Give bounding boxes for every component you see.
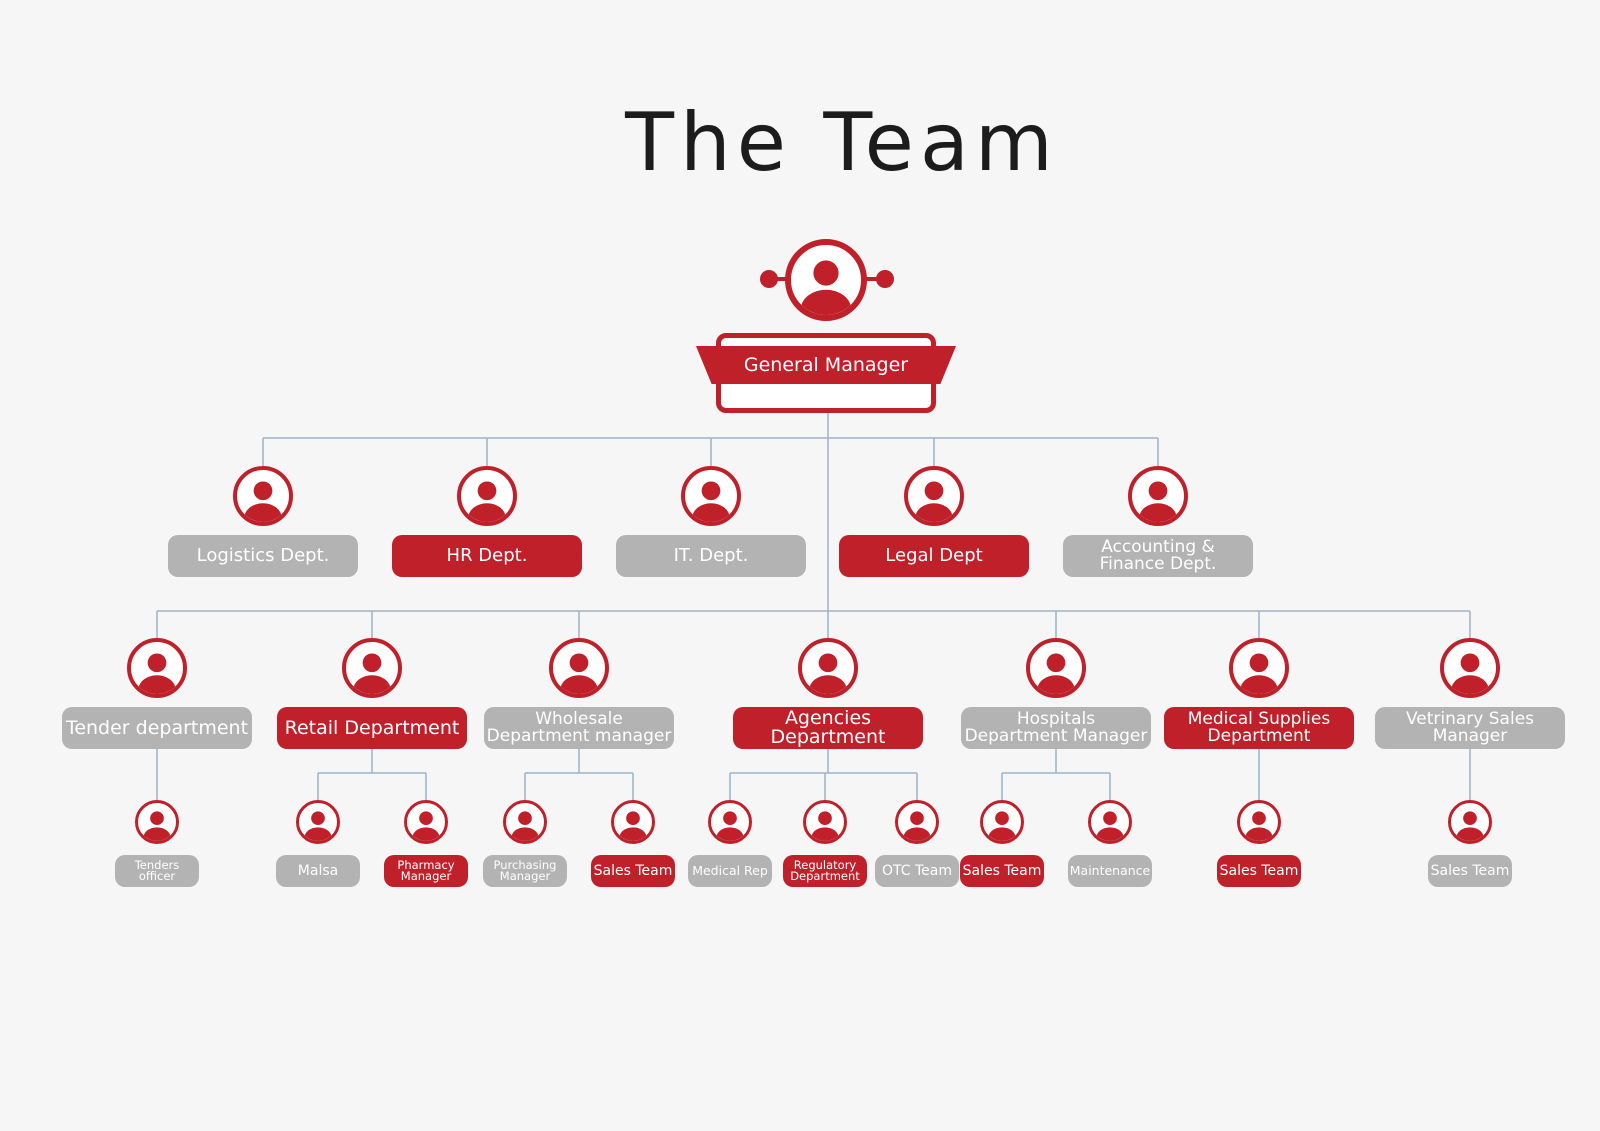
- subteam-label-4-1: Maintenance: [1068, 855, 1152, 887]
- division-label-3: Agencies Department: [733, 707, 923, 749]
- subteam-avatar-0-0: [135, 800, 179, 844]
- division-label-4: Hospitals Department Manager: [961, 707, 1151, 749]
- department-label-3: Legal Dept: [839, 535, 1029, 577]
- division-avatar-5: [1229, 638, 1289, 698]
- subteam-label-2-0: Purchasing Manager: [483, 855, 567, 887]
- subteam-avatar-1-0: [296, 800, 340, 844]
- division-avatar-6: [1440, 638, 1500, 698]
- subteam-label-3-1: Regulatory Department: [783, 855, 867, 887]
- subteam-label-3-2: OTC Team: [875, 855, 959, 887]
- page-title: The Team: [625, 96, 1059, 189]
- department-avatar-3: [904, 466, 964, 526]
- department-label-1: HR Dept.: [392, 535, 582, 577]
- department-label-2: IT. Dept.: [616, 535, 806, 577]
- division-avatar-4: [1026, 638, 1086, 698]
- subteam-avatar-4-0: [980, 800, 1024, 844]
- subteam-avatar-2-0: [503, 800, 547, 844]
- general-manager-avatar: [785, 239, 867, 321]
- department-avatar-4: [1128, 466, 1188, 526]
- subteam-label-1-0: Malsa: [276, 855, 360, 887]
- division-label-1: Retail Department: [277, 707, 467, 749]
- division-label-2: Wholesale Department manager: [484, 707, 674, 749]
- subteam-label-6-0: Sales Team: [1428, 855, 1512, 887]
- subteam-label-4-0: Sales Team: [960, 855, 1044, 887]
- department-avatar-2: [681, 466, 741, 526]
- gm-avatar-handle-left: [760, 270, 778, 288]
- division-avatar-3: [798, 638, 858, 698]
- division-avatar-0: [127, 638, 187, 698]
- subteam-label-2-1: Sales Team: [591, 855, 675, 887]
- department-avatar-0: [233, 466, 293, 526]
- department-label-0: Logistics Dept.: [168, 535, 358, 577]
- subteam-avatar-6-0: [1448, 800, 1492, 844]
- subteam-label-1-1: Pharmacy Manager: [384, 855, 468, 887]
- subteam-avatar-3-1: [803, 800, 847, 844]
- division-label-5: Medical Supplies Department: [1164, 707, 1354, 749]
- division-avatar-1: [342, 638, 402, 698]
- subteam-avatar-3-2: [895, 800, 939, 844]
- gm-avatar-handle-right: [876, 270, 894, 288]
- division-label-6: Vetrinary Sales Manager: [1375, 707, 1565, 749]
- subteam-label-5-0: Sales Team: [1217, 855, 1301, 887]
- subteam-label-3-0: Medical Rep: [688, 855, 772, 887]
- division-label-0: Tender department: [62, 707, 252, 749]
- division-avatar-2: [549, 638, 609, 698]
- subteam-avatar-3-0: [708, 800, 752, 844]
- subteam-label-0-0: Tenders officer: [115, 855, 199, 887]
- department-label-4: Accounting & Finance Dept.: [1063, 535, 1253, 577]
- subteam-avatar-1-1: [404, 800, 448, 844]
- department-avatar-1: [457, 466, 517, 526]
- general-manager-label: General Manager: [696, 346, 956, 384]
- subteam-avatar-4-1: [1088, 800, 1132, 844]
- subteam-avatar-5-0: [1237, 800, 1281, 844]
- subteam-avatar-2-1: [611, 800, 655, 844]
